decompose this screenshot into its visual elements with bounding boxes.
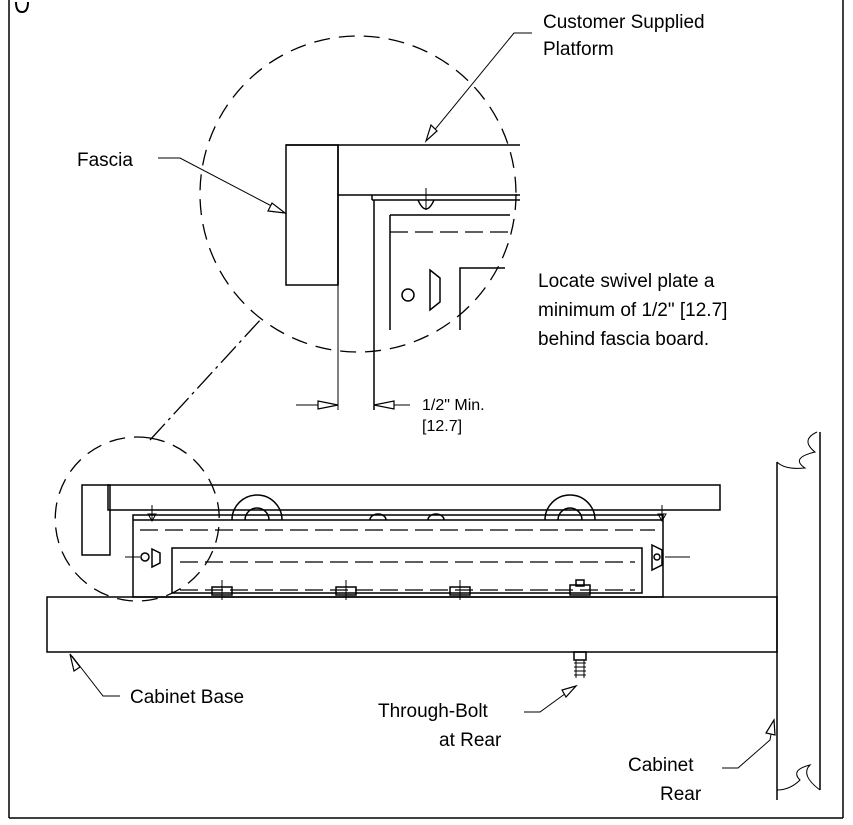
through-bolt-leader	[524, 684, 578, 713]
through-bolt	[573, 651, 587, 678]
cabinet-base	[46, 596, 778, 653]
label-rear-line2: Rear	[660, 784, 702, 805]
fascia-board	[81, 484, 111, 556]
platform	[107, 484, 721, 511]
note-line2: minimum of 1/2" [12.7]	[538, 300, 727, 321]
cabinet-rear-leader	[722, 718, 776, 769]
label-bolt-line1: Through-Bolt	[378, 701, 489, 722]
label-bolt-line2: at Rear	[439, 730, 502, 751]
label-fascia: Fascia	[77, 150, 133, 171]
note-line1: Locate swivel plate a	[538, 271, 715, 292]
label-rear-line1: Cabinet	[628, 755, 694, 776]
label-cabinet-base: Cabinet Base	[130, 687, 244, 708]
label-platform-line2: Platform	[543, 39, 614, 60]
cabinet-rear	[776, 431, 821, 800]
fascia-board-detail	[285, 144, 339, 286]
label-platform-line1: Customer Supplied	[543, 12, 705, 33]
figure-frame	[8, 0, 844, 819]
dimension-line1: 1/2" Min.	[422, 397, 485, 414]
small-detail-circle	[54, 436, 220, 602]
assembly-view	[46, 431, 821, 800]
note-line3: behind fascia board.	[538, 329, 709, 350]
platform-leader	[424, 32, 532, 143]
swivel-plate	[132, 514, 664, 598]
detail-circle	[199, 35, 517, 353]
detail-view	[199, 35, 520, 410]
detail-connector	[149, 317, 263, 441]
cabinet-base-leader	[69, 653, 120, 697]
dimension-line2: [12.7]	[422, 418, 462, 435]
bottom-fasteners	[211, 579, 591, 600]
fascia-leader	[158, 157, 288, 214]
